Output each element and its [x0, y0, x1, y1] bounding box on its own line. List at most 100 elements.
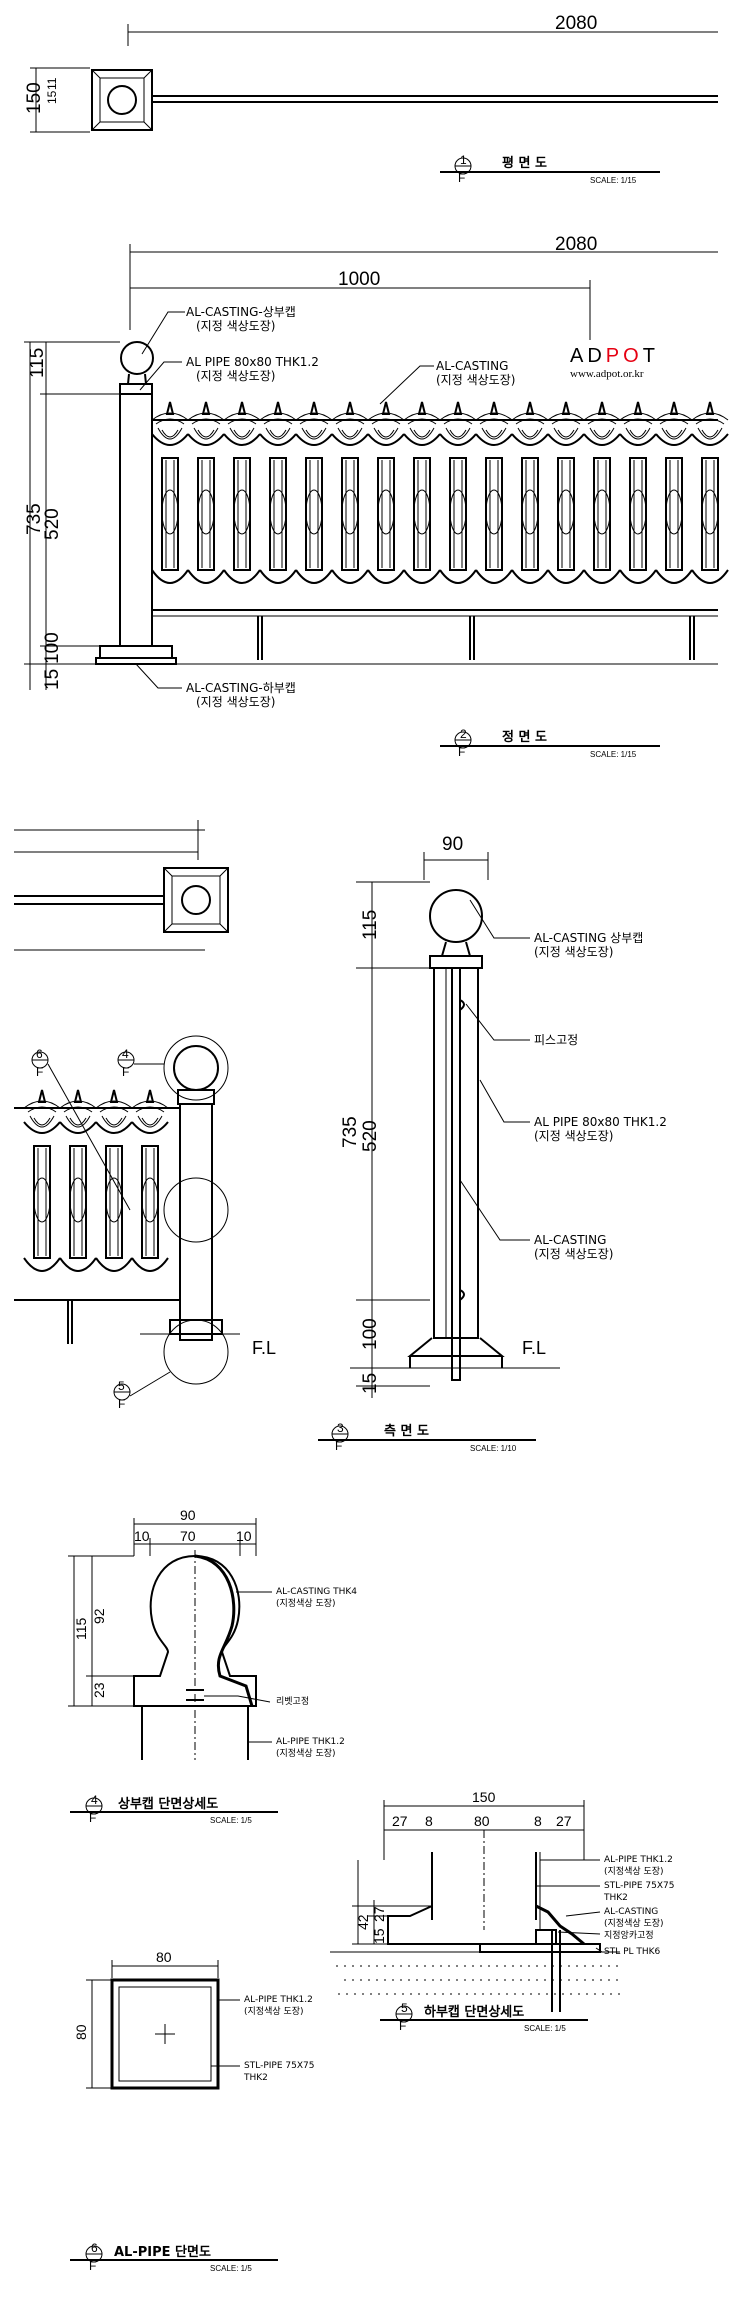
d3-scale: SCALE: 1/10 [470, 1444, 517, 1453]
svg-text:10: 10 [236, 1528, 252, 1544]
svg-text:4: 4 [122, 1047, 129, 1061]
d3-width-dim: 90 [442, 834, 463, 855]
svg-text:70: 70 [180, 1528, 196, 1544]
svg-text:115: 115 [360, 910, 381, 940]
callout-6: 6 F [31, 1047, 131, 1211]
adpot-logo: ADPOT www.adpot.or.kr [570, 345, 659, 380]
callout-4: 4 F [117, 1047, 164, 1079]
svg-text:8: 8 [534, 1813, 542, 1829]
svg-text:(지정색상 도장): (지정색상 도장) [604, 1866, 664, 1877]
d6-title: AL-PIPE 단면도 [114, 2244, 211, 2260]
d6-label-stl: STL-PIPE 75X75 [244, 2061, 314, 2071]
svg-text:F: F [399, 2019, 406, 2033]
detail-4-top-cap-section: 90 10 70 10 115 92 23 AL-CASTING THK4 (지… [68, 1507, 357, 1825]
svg-text:F: F [335, 1439, 342, 1453]
svg-text:100: 100 [360, 1318, 381, 1350]
d2-title: 정 면 도 [502, 729, 547, 745]
d3-label-screw: 피스고정 [534, 1033, 578, 1047]
d1-length-dim: 2080 [555, 13, 597, 34]
d4-label-pipe: AL-PIPE THK1.2 [276, 1737, 345, 1747]
d5-label-casting: AL-CASTING [604, 1907, 658, 1917]
svg-text:5: 5 [118, 1379, 125, 1393]
d4-title: 상부캡 단면상세도 [118, 1796, 218, 1812]
d2-span-dim: 1000 [338, 269, 380, 290]
svg-text:F: F [122, 1065, 129, 1079]
svg-text:42: 42 [355, 1914, 371, 1930]
d6-title-block: 6 F AL-PIPE 단면도 SCALE: 1/5 [70, 2241, 278, 2273]
svg-text:735: 735 [24, 503, 45, 535]
d6-height-dim: 80 [73, 2024, 89, 2040]
logo-url: www.adpot.or.kr [570, 368, 644, 380]
detail-3-side-elevation: 90 115 735 520 100 15 AL-CASTING 상부캡 (지정… [318, 834, 667, 1453]
d2-title-block: 2 F 정 면 도 SCALE: 1/15 [440, 727, 660, 759]
d3-fl-right: F.L [522, 1338, 546, 1358]
svg-text:F: F [458, 745, 465, 759]
d1-inner-dim-a: 15 [45, 90, 59, 104]
d2-total-dim: 2080 [555, 234, 597, 255]
d2-label-casting: AL-CASTING [436, 359, 508, 373]
d2-fence-panel [151, 401, 729, 584]
d3-label-pipe: AL PIPE 80x80 THK1.2 [534, 1115, 667, 1129]
svg-text:F: F [89, 2259, 96, 2273]
svg-text:(지정 색상도장): (지정 색상도장) [436, 373, 515, 387]
detail-6-pipe-section: 80 80 AL-PIPE THK1.2 (지정색상 도장) STL-PIPE … [70, 1949, 314, 2273]
d4-label-casting: AL-CASTING THK4 [276, 1587, 357, 1597]
svg-text:6: 6 [91, 2241, 98, 2255]
d6-scale: SCALE: 1/5 [210, 2264, 252, 2273]
d5-label-fix: 지정앙카고정 [604, 1929, 654, 1941]
svg-text:115: 115 [73, 1617, 89, 1640]
svg-text:F: F [36, 1065, 43, 1079]
d2-label-pipe: AL PIPE 80x80 THK1.2 [186, 355, 319, 369]
d6-width-dim: 80 [156, 1949, 172, 1965]
svg-text:10: 10 [134, 1528, 150, 1544]
svg-text:15: 15 [42, 669, 63, 690]
d1-title-block: 1 F 평 면 도 SCALE: 1/15 [440, 153, 660, 185]
d2-label-bottom-cap: AL-CASTING-하부캡 [186, 681, 296, 695]
svg-text:27: 27 [371, 1906, 387, 1922]
svg-text:23: 23 [91, 1682, 107, 1698]
svg-text:(지정 색상도장): (지정 색상도장) [534, 1247, 613, 1261]
svg-text:15: 15 [360, 1373, 381, 1394]
svg-text:F: F [118, 1397, 125, 1411]
d6-label-pipe: AL-PIPE THK1.2 [244, 1995, 313, 2005]
svg-text:(지정색상 도장): (지정색상 도장) [276, 1748, 336, 1759]
svg-text:735: 735 [340, 1116, 361, 1148]
svg-text:(지정 색상도장): (지정 색상도장) [196, 319, 275, 333]
d4-title-block: 4 F 상부캡 단면상세도 SCALE: 1/5 [70, 1793, 278, 1825]
svg-text:15: 15 [371, 1928, 387, 1944]
svg-text:100: 100 [42, 632, 63, 664]
svg-text:F: F [458, 171, 465, 185]
svg-text:(지정 색상도장): (지정 색상도장) [534, 945, 613, 959]
d5-label-stl: STL-PIPE 75X75 [604, 1881, 674, 1891]
svg-text:3: 3 [337, 1421, 344, 1435]
svg-text:F: F [89, 1811, 96, 1825]
svg-text:1: 1 [460, 153, 467, 167]
detail-5-bottom-cap-section: 150 27 8 80 8 27 42 27 15 AL-PIPE THK1.2… [330, 1789, 674, 2033]
svg-text:27: 27 [556, 1813, 572, 1829]
svg-text:2: 2 [460, 727, 467, 741]
svg-text:27: 27 [392, 1813, 408, 1829]
svg-text:(지정 색상도장): (지정 색상도장) [534, 1129, 613, 1143]
callout-5: 5 F [113, 1371, 171, 1411]
d3-label-cap: AL-CASTING 상부캡 [534, 931, 643, 945]
d4-label-rivet: 리벳고정 [276, 1696, 309, 1707]
detail-3-partial-views: 6 F 4 F 5 F F.L [14, 820, 276, 1411]
logo-text: ADPOT [570, 345, 659, 367]
d3-label-casting: AL-CASTING [534, 1233, 606, 1247]
d1-scale: SCALE: 1/15 [590, 176, 637, 185]
svg-text:6: 6 [36, 1047, 43, 1061]
d5-label-pipe: AL-PIPE THK1.2 [604, 1855, 673, 1865]
d1-title: 평 면 도 [502, 155, 547, 171]
d3-title-block: 3 F 측 면 도 SCALE: 1/10 [318, 1421, 536, 1453]
d5-scale: SCALE: 1/5 [524, 2024, 566, 2033]
detail-1-plan: 2080 150 15 11 1 F 평 면 도 SCALE: 1/15 [24, 13, 718, 185]
svg-text:THK2: THK2 [243, 2073, 268, 2083]
svg-text:(지정 색상도장): (지정 색상도장) [196, 695, 275, 709]
svg-text:92: 92 [91, 1608, 107, 1624]
d1-height-dim: 150 [24, 82, 45, 114]
d1-inner-dim-b: 11 [45, 77, 59, 90]
svg-text:520: 520 [42, 508, 63, 540]
svg-text:(지정색상 도장): (지정색상 도장) [276, 1598, 336, 1609]
d2-scale: SCALE: 1/15 [590, 750, 637, 759]
